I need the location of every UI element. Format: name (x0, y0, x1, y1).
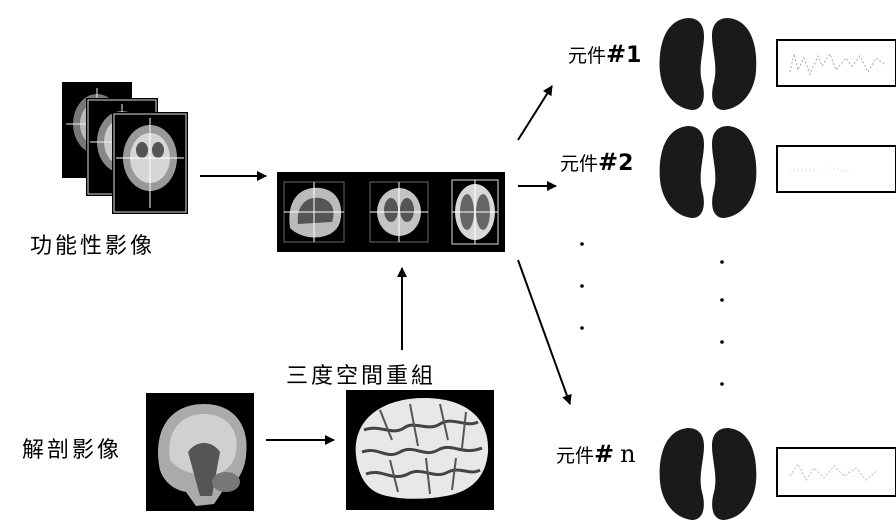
functional-images-label: 功能性影像 (30, 234, 156, 259)
component-image-n (659, 428, 757, 520)
arrow-panel-to-component-n (517, 259, 572, 405)
arrows (200, 85, 572, 445)
sagittal-view (283, 181, 345, 243)
component-label-n: 元件#n (556, 440, 636, 468)
anatomical-images-label: 解剖影像 (22, 438, 123, 463)
axial-view (451, 179, 499, 245)
coronal-view (369, 181, 429, 243)
three-view-panel (277, 172, 505, 252)
signal-box-2 (776, 145, 896, 193)
component-number: 2 (618, 151, 634, 176)
ellipsis-dots-right (720, 260, 724, 386)
component-prefix: 元件 (568, 45, 607, 67)
signal-box-n (776, 447, 896, 497)
component-label-1: 元件#1 (568, 40, 641, 68)
component-label-2: 元件#2 (560, 148, 633, 176)
component-hash: # (606, 40, 627, 68)
component-hash: # (598, 148, 619, 176)
signal-box-1 (776, 39, 896, 87)
component-prefix: 元件 (556, 445, 595, 467)
arrow-panel-to-component-1 (517, 85, 553, 141)
reconstruction-label: 三度空間重組 (286, 364, 437, 389)
reconstructed-brain-image (346, 390, 494, 510)
component-number: 1 (626, 43, 642, 68)
anatomical-mri-image (146, 393, 254, 511)
component-hash: # (594, 440, 615, 468)
component-number: n (620, 440, 636, 468)
functional-image-stack (62, 82, 188, 214)
component-image-1 (659, 18, 757, 110)
ellipsis-dots-left (580, 242, 584, 330)
component-prefix: 元件 (560, 153, 599, 175)
component-image-2 (659, 126, 757, 218)
functional-slice-front (112, 112, 188, 214)
